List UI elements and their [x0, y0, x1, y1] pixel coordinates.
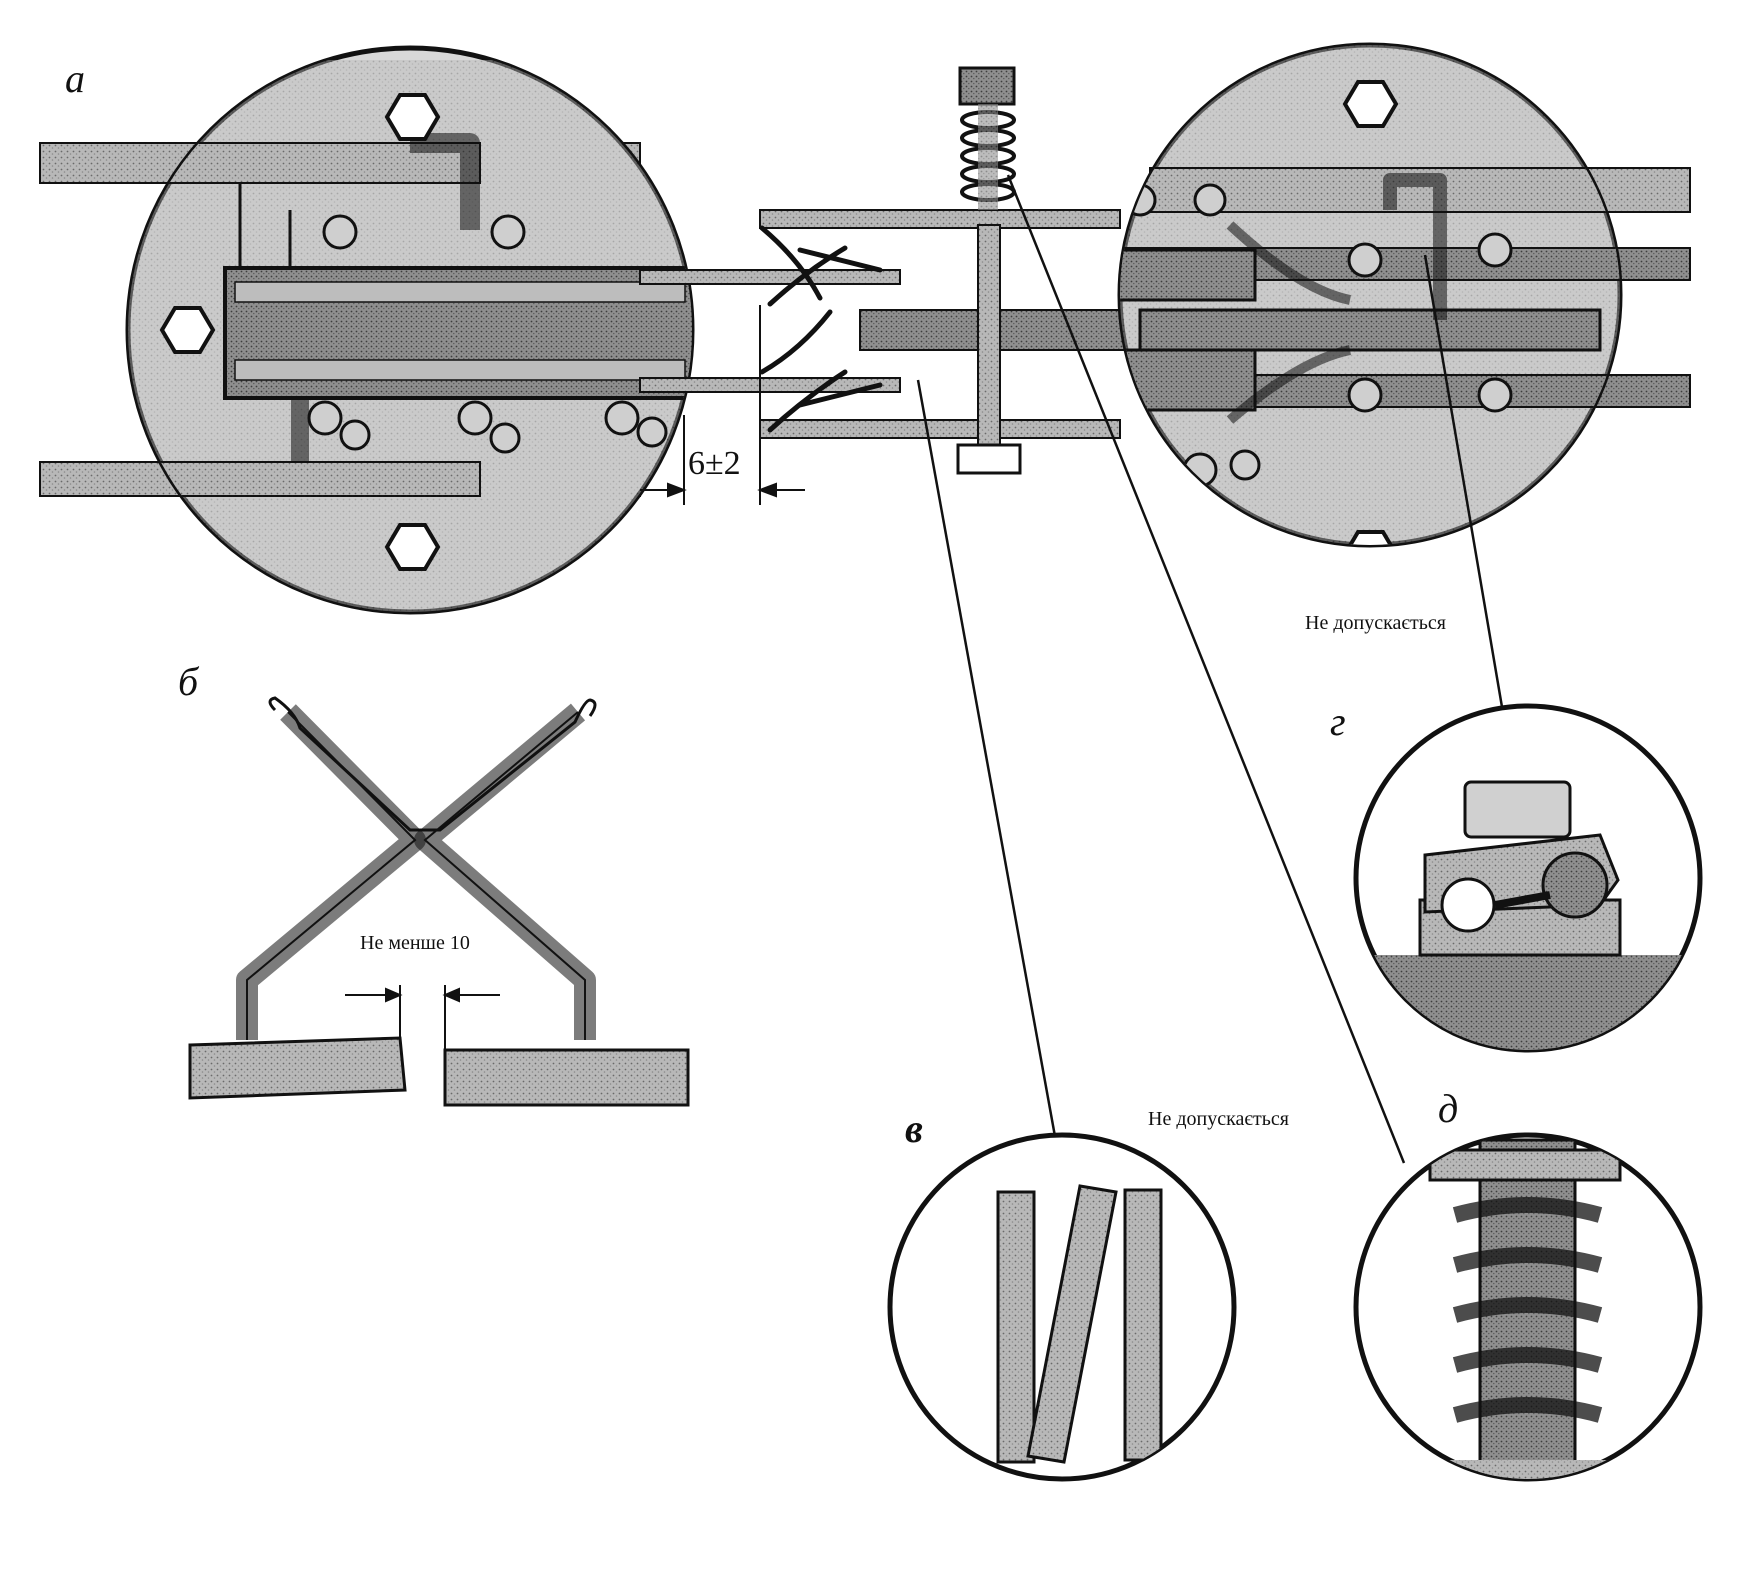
label-v: в — [905, 1106, 923, 1151]
label-g: г — [1330, 699, 1346, 744]
label-a: а — [65, 56, 85, 101]
contact-assembly — [639, 66, 1181, 475]
min-gap-note: Не менше 10 — [360, 932, 470, 954]
left-detail-circle — [125, 45, 695, 615]
assembly-view-a — [39, 42, 1691, 1164]
leader-lines — [916, 174, 1504, 1164]
label-d: д — [1438, 1086, 1459, 1131]
contact-bar-right — [443, 1048, 690, 1107]
not-allowed-note-g: Не допускається — [1305, 612, 1446, 634]
detail-circle-g — [1353, 703, 1703, 1053]
spring-gap-view-b — [188, 696, 690, 1107]
gap-dimension-value: 6±2 — [688, 445, 741, 482]
right-detail-circle — [1117, 42, 1623, 548]
contact-bar-left — [188, 1036, 407, 1100]
not-allowed-note-v: Не допускається — [1148, 1108, 1289, 1130]
gap-dimension — [640, 305, 805, 505]
detail-circle-d — [1353, 1132, 1703, 1482]
label-b: б — [178, 659, 199, 704]
detail-circle-v — [887, 1132, 1237, 1482]
